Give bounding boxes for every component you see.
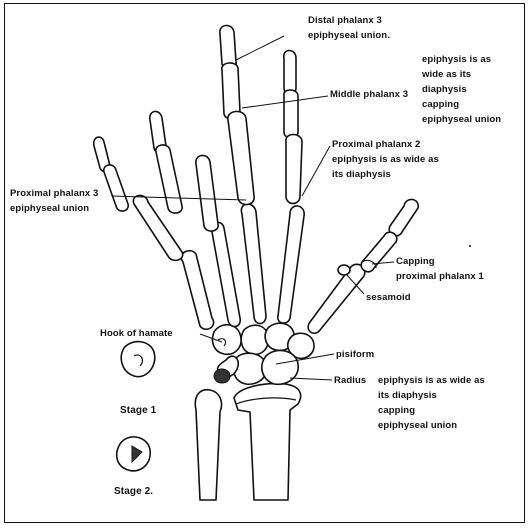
epiphysis-note-top: epiphysis is as wide as its diaphysis ca…	[422, 52, 501, 127]
radius-bone	[234, 384, 301, 500]
ulna-bone	[195, 390, 221, 500]
sesamoid-label: sesamoid	[366, 290, 411, 305]
index-finger	[284, 51, 302, 204]
proximal-phalanx-2-label: Proximal phalanx 2 epiphysis is as wide …	[332, 137, 439, 182]
capping-proximal-phalanx-1-label: Capping proximal phalanx 1	[396, 254, 484, 284]
carpal-bones	[212, 323, 314, 384]
stage-2-label: Stage 2.	[114, 484, 153, 499]
pisiform-label: pisiform	[336, 347, 374, 362]
proximal-phalanx-3-label: Proximal phalanx 3 epiphyseal union	[10, 186, 98, 216]
ring-finger	[150, 111, 218, 231]
stage-1-label: Stage 1	[120, 403, 156, 418]
middle-finger	[220, 25, 254, 204]
radius-epiphysis-note: epiphysis is as wide as its diaphysis ca…	[378, 373, 485, 433]
stage-1-hamate-inset	[121, 342, 155, 377]
radius-label: Radius	[334, 373, 366, 388]
middle-phalanx-3-label: Middle phalanx 3	[330, 87, 408, 102]
stage-2-hamate-inset	[117, 437, 150, 471]
distal-phalanx-3-label: Distal phalanx 3 epiphyseal union.	[308, 13, 390, 43]
hook-of-hamate-label: Hook of hamate	[100, 326, 173, 341]
